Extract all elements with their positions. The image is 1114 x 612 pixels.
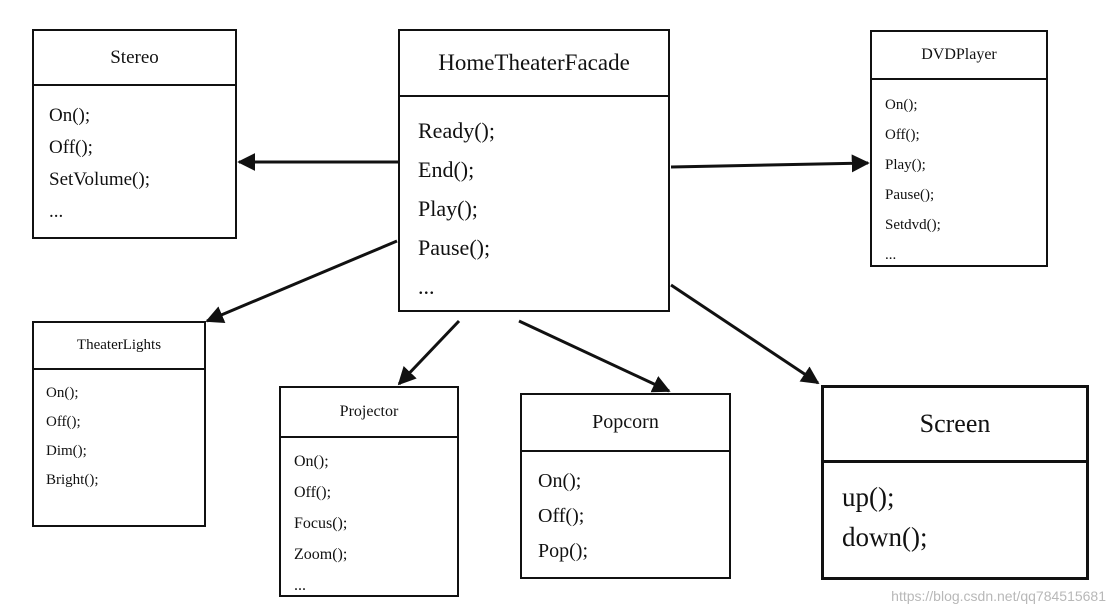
arrow-facade-to-popcorn [518,319,671,393]
class-name-home-theater-facade: HomeTheaterFacade [400,31,668,97]
class-box-home-theater-facade: HomeTheaterFacade Ready(); End(); Play()… [398,29,670,312]
class-name-popcorn: Popcorn [522,395,729,452]
class-box-screen: Screen up(); down(); [821,385,1089,580]
method-list-popcorn: On(); Off(); Pop(); [522,452,729,569]
arrow-facade-to-theater-lights [205,239,398,324]
method-item: Focus(); [294,515,348,532]
watermark-text: https://blog.csdn.net/qq784515681 [891,588,1106,604]
class-name-theater-lights: TheaterLights [34,323,204,370]
method-item: down(); [842,522,928,552]
method-item: On(); [49,105,91,126]
method-list-theater-lights: On(); Off(); Dim(); Bright(); [34,370,204,495]
method-item: Off(); [294,484,332,501]
method-item: Play(); [885,157,926,173]
method-item: Play(); [418,196,478,221]
method-item: On(); [294,453,329,470]
method-item: Pause(); [418,235,491,260]
method-item: ... [294,577,306,594]
method-list-projector: On(); Off(); Focus(); Zoom(); ... [281,438,457,601]
method-item: Pop(); [538,540,588,562]
arrow-facade-to-projector [397,319,461,386]
method-list-screen: up(); down(); [824,463,1086,557]
method-item: On(); [538,470,582,492]
method-item: ... [885,247,897,263]
class-name-dvd-player: DVDPlayer [872,32,1046,80]
method-item: End(); [418,157,475,182]
class-box-dvd-player: DVDPlayer On(); Off(); Play(); Pause(); … [870,30,1048,267]
method-list-home-theater-facade: Ready(); End(); Play(); Pause(); ... [400,97,668,306]
method-item: Off(); [885,127,920,143]
class-box-popcorn: Popcorn On(); Off(); Pop(); [520,393,731,579]
method-item: On(); [46,385,79,401]
method-item: Pause(); [885,187,935,203]
class-box-theater-lights: TheaterLights On(); Off(); Dim(); Bright… [32,321,206,527]
method-item: Off(); [49,137,93,158]
class-name-screen: Screen [824,388,1086,463]
method-list-dvd-player: On(); Off(); Play(); Pause(); Setdvd(); … [872,80,1046,270]
method-item: Off(); [46,414,81,430]
class-name-projector: Projector [281,388,457,438]
method-item: Bright(); [46,472,99,488]
method-item: Off(); [538,505,585,527]
arrow-facade-to-screen [670,283,820,385]
class-box-projector: Projector On(); Off(); Focus(); Zoom(); … [279,386,459,597]
arrow-facade-to-dvd-player [670,154,870,173]
method-item: ... [49,201,64,222]
method-item: Zoom(); [294,546,348,563]
method-item: Dim(); [46,443,87,459]
method-item: Setdvd(); [885,217,941,233]
method-item: up(); [842,482,895,512]
method-item: Ready(); [418,118,495,143]
method-item: SetVolume(); [49,169,150,190]
method-list-stereo: On(); Off(); SetVolume(); ... [34,86,235,228]
method-item: ... [418,274,435,299]
class-box-stereo: Stereo On(); Off(); SetVolume(); ... [32,29,237,239]
class-name-stereo: Stereo [34,31,235,86]
method-item: On(); [885,97,918,113]
